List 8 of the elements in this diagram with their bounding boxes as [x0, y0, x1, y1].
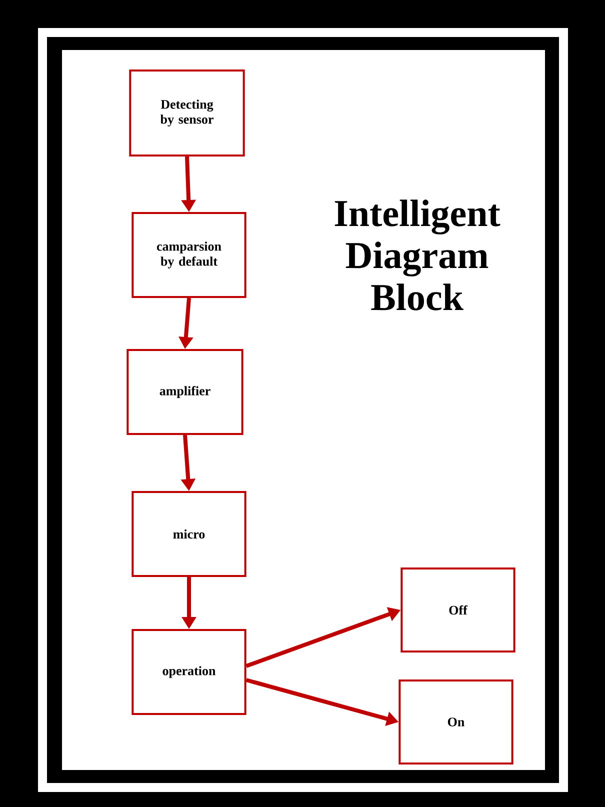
- process-box: amplifier: [126, 349, 244, 435]
- process-box: micro: [132, 491, 246, 577]
- title: Intelligent Diagram Block: [334, 200, 500, 310]
- process-box: Off: [400, 568, 516, 652]
- process-box: operation: [132, 629, 246, 715]
- process-box: On: [398, 680, 514, 764]
- process-box: Detecting by sensor: [129, 70, 245, 156]
- process-box: camparsion by default: [132, 212, 246, 298]
